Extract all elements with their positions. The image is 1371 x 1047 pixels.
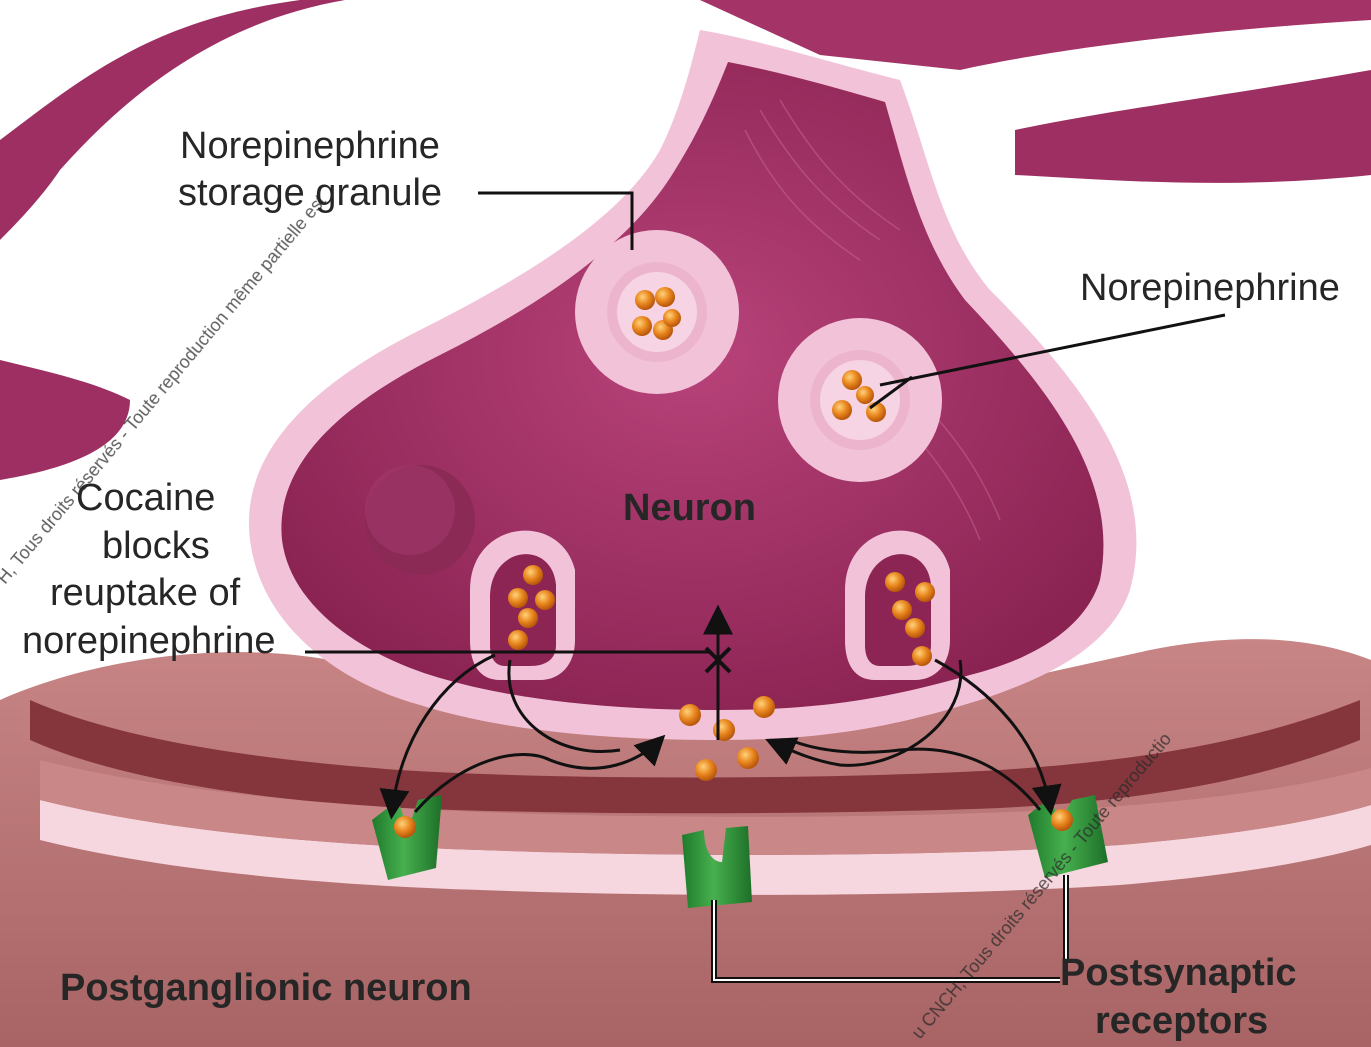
label-receptors-line-2: receptors	[1095, 1000, 1268, 1042]
label-cocaine-line-3: reuptake of	[50, 572, 241, 614]
label-norepinephrine: Norepinephrine	[1080, 267, 1340, 309]
label-cocaine-line-2: blocks	[102, 525, 210, 567]
label-cocaine-line-4: norepinephrine	[22, 620, 276, 662]
storage-granule-2	[778, 318, 942, 482]
label-postganglionic-neuron: Postganglionic neuron	[60, 967, 472, 1009]
label-storage-granule-line-1: Norepinephrine	[180, 125, 440, 167]
label-storage-granule: Norepinephrine storage granule	[178, 125, 442, 214]
storage-granule-1	[575, 230, 739, 394]
label-cocaine-line-1: Cocaine	[76, 477, 215, 519]
label-receptors-line-1: Postsynaptic	[1060, 952, 1297, 994]
label-neuron: Neuron	[623, 487, 756, 529]
label-storage-granule-line-2: storage granule	[178, 172, 442, 214]
